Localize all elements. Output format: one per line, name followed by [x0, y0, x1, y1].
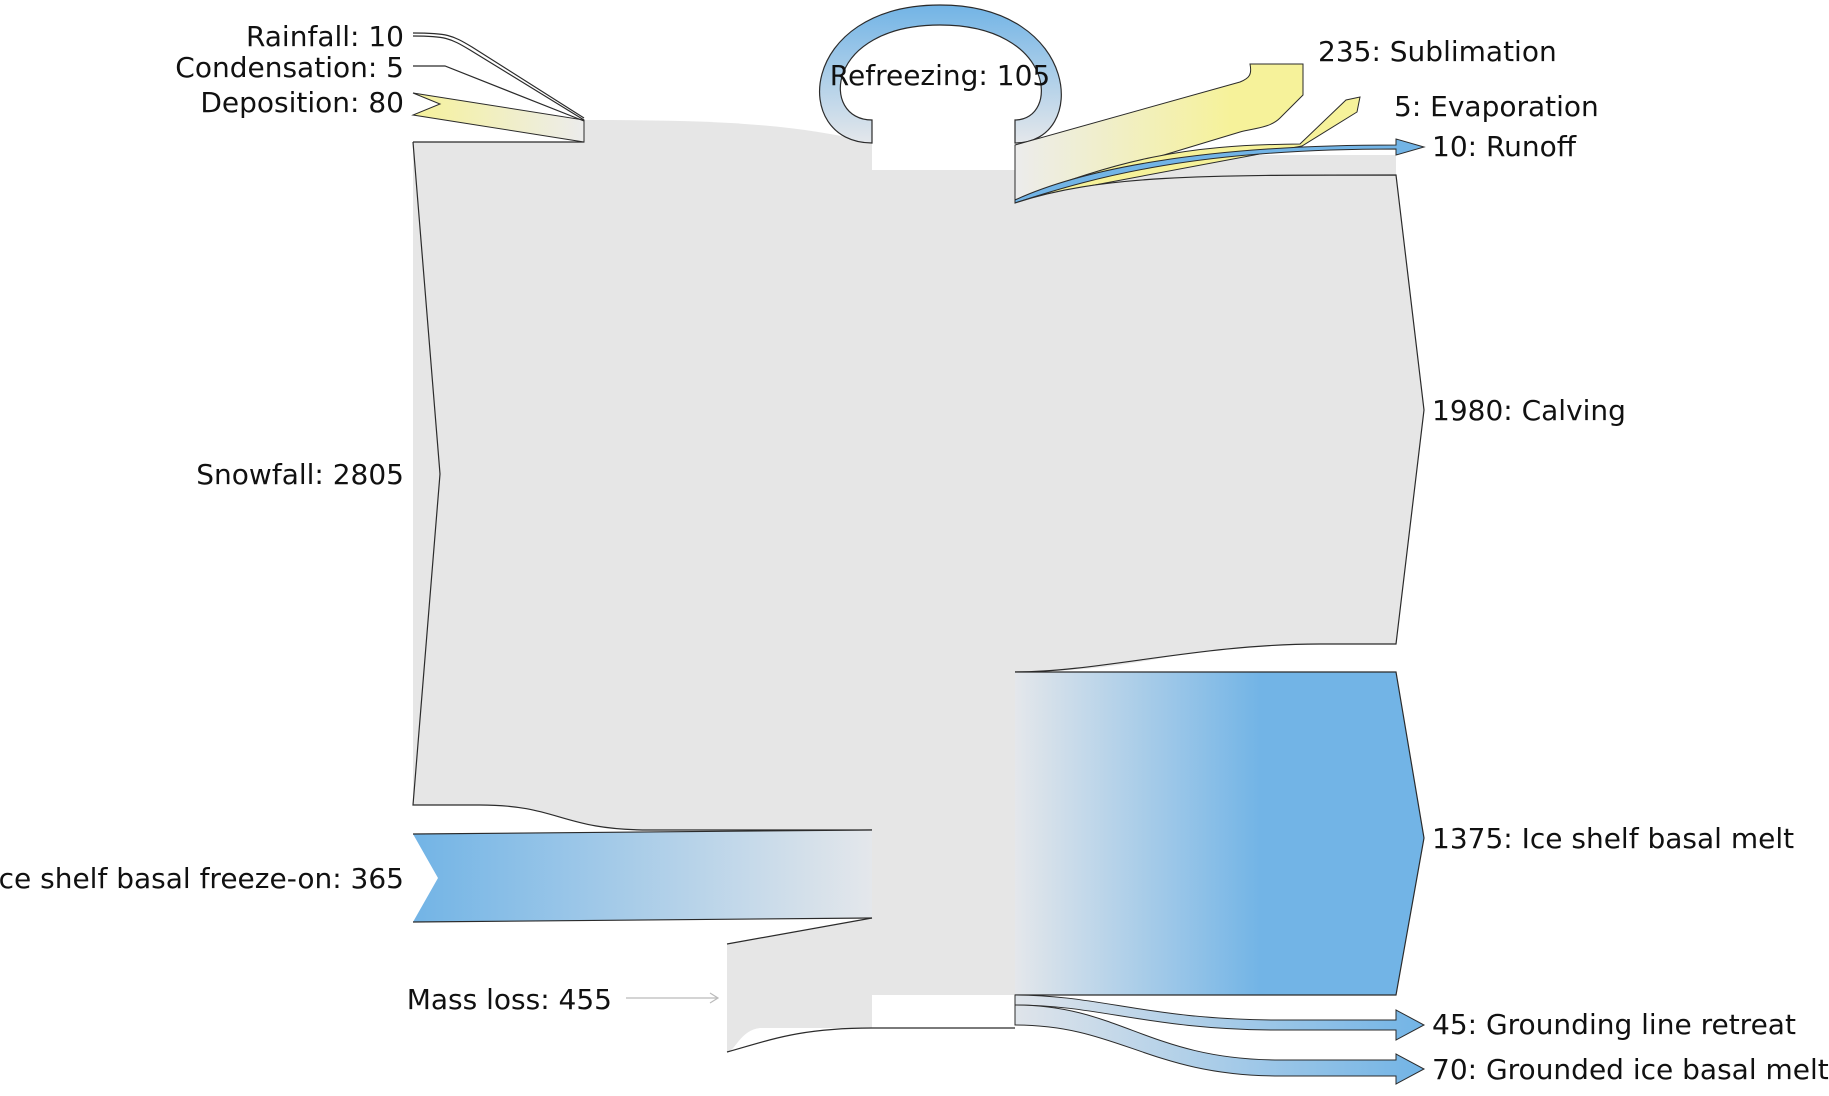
rainfall-line — [412, 35, 585, 121]
mass-loss-edge-bottom — [726, 1027, 1015, 1053]
label-sublimation: 235: Sublimation — [1318, 35, 1557, 68]
label-rainfall: Rainfall: 10 — [246, 20, 404, 53]
deposition-band — [411, 92, 585, 143]
mass-loss-pointer — [626, 992, 720, 1004]
label-grounded-melt: 70: Grounded ice basal melt — [1432, 1053, 1829, 1086]
rainfall-outline — [412, 32, 585, 119]
label-calving: 1980: Calving — [1432, 394, 1626, 427]
label-refreezing: Refreezing: 105 — [830, 59, 1050, 92]
gl-retreat-band — [1014, 994, 1426, 1041]
label-mass-loss: Mass loss: 455 — [407, 983, 612, 1016]
freeze-on-band — [413, 830, 872, 922]
calving-band — [1014, 174, 1425, 673]
label-basal-melt: 1375: Ice shelf basal melt — [1432, 822, 1794, 855]
label-snowfall: Snowfall: 2805 — [196, 458, 404, 491]
runoff-band — [1014, 138, 1426, 204]
basal-melt-band — [1015, 672, 1424, 995]
flow-body-top — [584, 120, 872, 160]
label-runoff: 10: Runoff — [1432, 130, 1577, 163]
mass-loss-edge-top — [726, 917, 873, 945]
label-evaporation: 5: Evaporation — [1394, 90, 1599, 123]
condensation-line — [413, 65, 585, 122]
basal-melt-edge — [1015, 671, 1425, 996]
label-condensation: Condensation: 5 — [175, 51, 404, 84]
snowfall-band — [412, 141, 872, 831]
sublimation-band — [1014, 63, 1304, 201]
freeze-on-edge-bottom — [412, 917, 873, 923]
label-freeze-on: Ice shelf basal freeze-on: 365 — [0, 862, 404, 895]
label-deposition: Deposition: 80 — [200, 86, 404, 119]
freeze-on-edge-top — [412, 829, 873, 835]
grounded-melt-band — [1014, 1004, 1426, 1085]
label-gl-retreat: 45: Grounding line retreat — [1432, 1008, 1796, 1041]
